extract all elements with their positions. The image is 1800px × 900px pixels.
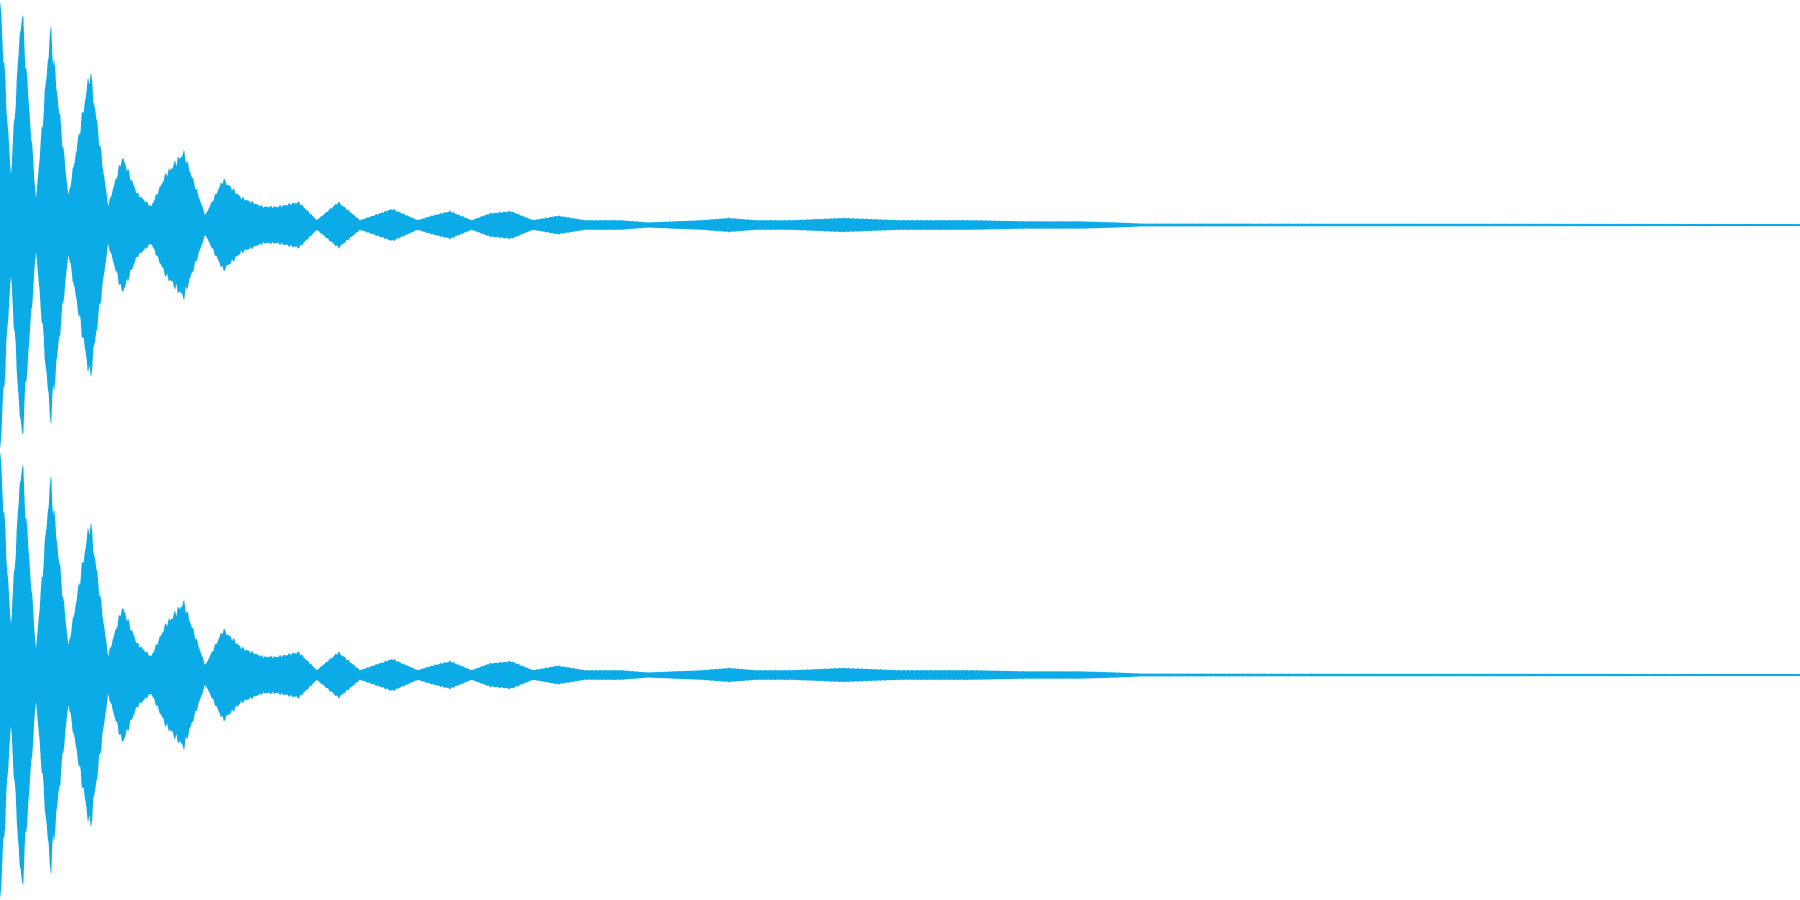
waveform-channel-2 — [0, 452, 1800, 898]
waveform-channel-1 — [0, 2, 1800, 448]
